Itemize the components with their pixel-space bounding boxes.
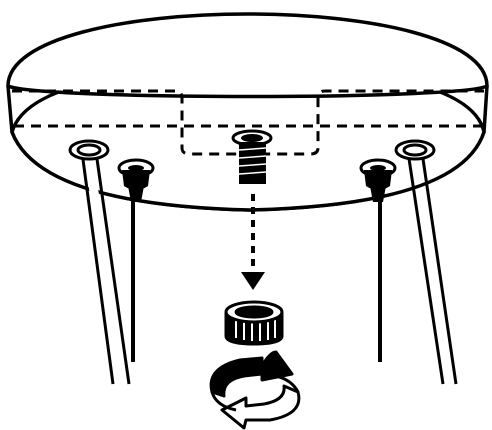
suspension-wire-left (117, 158, 155, 362)
lock-nut (224, 300, 284, 346)
canopy-top-rim (6, 12, 489, 99)
suspension-wire-right (359, 158, 397, 362)
cable-right (394, 139, 458, 385)
rotate-icon (209, 350, 301, 430)
direction-arrow (241, 194, 265, 290)
cable-left (68, 139, 131, 385)
threaded-nipple (231, 129, 273, 184)
